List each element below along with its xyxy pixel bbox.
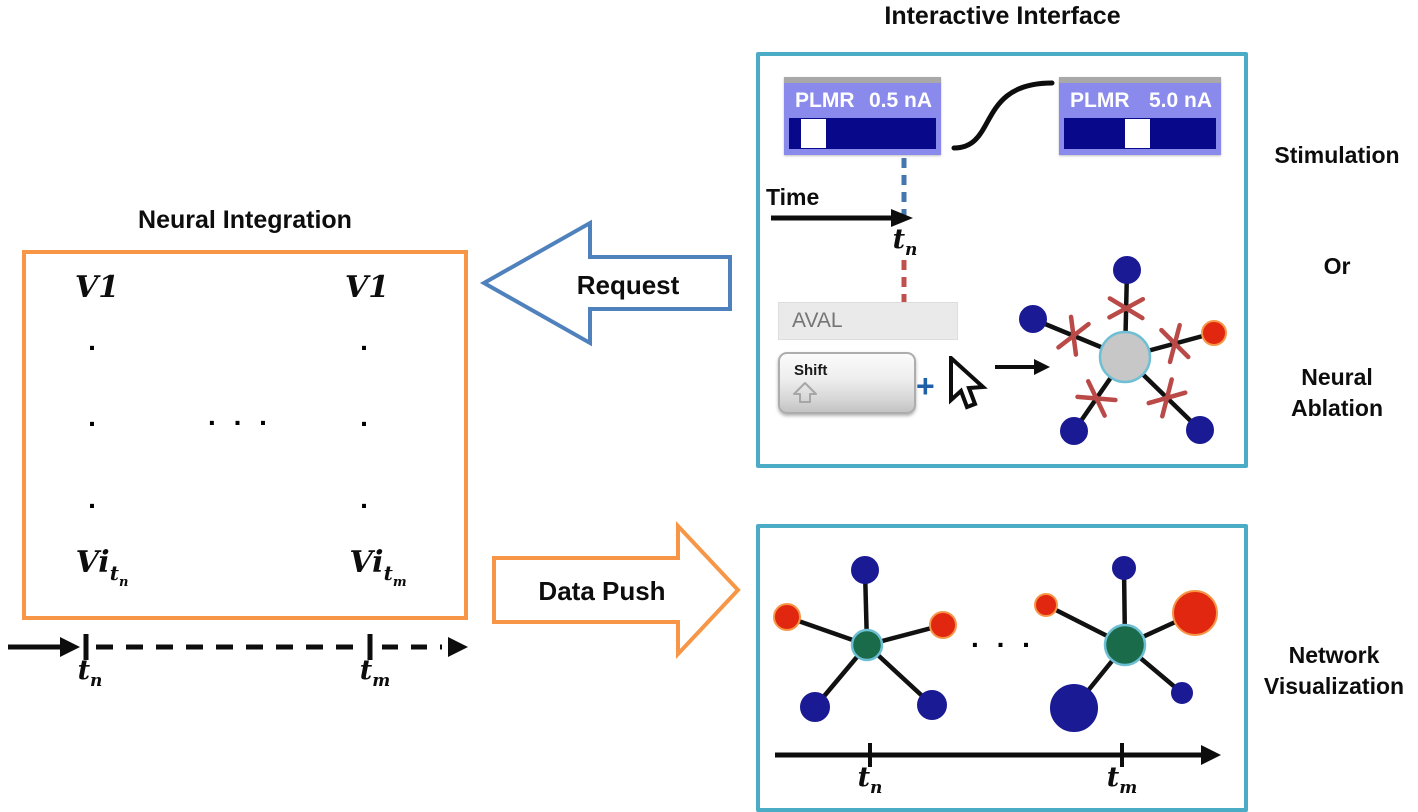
label-stimulation: Stimulation	[1274, 142, 1400, 168]
tick-tm-left: tm	[359, 655, 391, 691]
ablation-network-nodes[interactable]	[1019, 256, 1227, 445]
network-ellipsis: . . .	[971, 622, 1035, 653]
matrix-v1-left: V1	[74, 270, 120, 305]
network-snapshot-tn[interactable]	[773, 556, 957, 722]
label-or: Or	[1323, 253, 1351, 279]
tick-tm-network: tm	[1106, 762, 1138, 798]
label-network-visualization: Network Visualization	[1263, 642, 1405, 699]
matrix-vi-tn: Vitn	[75, 545, 129, 590]
tick-tn-network: tn	[857, 762, 883, 798]
matrix-dot: .	[88, 401, 96, 432]
slider-track[interactable]	[789, 118, 936, 149]
network-visualization-box	[756, 524, 1248, 812]
data-push-arrow	[492, 520, 741, 660]
shift-key[interactable]: Shift	[778, 352, 916, 414]
mouse-cursor-icon	[949, 356, 988, 410]
slider-track[interactable]	[1064, 118, 1216, 149]
matrix-vi-tm: Vitm	[349, 545, 407, 590]
shift-arrow-icon	[793, 382, 817, 403]
integration-timeline-axis	[8, 634, 468, 660]
ablation-network	[1019, 256, 1227, 445]
matrix-dot: .	[88, 325, 96, 356]
request-arrow	[479, 219, 732, 347]
slider-handle[interactable]	[800, 119, 826, 148]
request-arrow-label: Request	[576, 270, 680, 300]
data-push-arrow-label: Data Push	[538, 576, 666, 606]
neuron-name-input[interactable]	[778, 302, 958, 340]
slider-titlebar	[1059, 77, 1221, 83]
tick-tn-left: tn	[77, 655, 103, 691]
neural-integration-title: Neural Integration	[138, 206, 352, 234]
stimulus-slider-high[interactable]: PLMR 5.0 nA	[1059, 77, 1221, 155]
stimulus-time-dash-blue	[901, 158, 907, 218]
stimulus-slider-low[interactable]: PLMR 0.5 nA	[784, 77, 941, 155]
slider-handle[interactable]	[1124, 119, 1150, 148]
slider-neuron-label: PLMR	[795, 89, 855, 112]
slider-titlebar	[784, 77, 941, 83]
plus-sign: +	[916, 368, 935, 404]
network-visualization-canvas	[773, 556, 1221, 767]
slider-neuron-label: PLMR	[1070, 89, 1130, 112]
matrix-dot: .	[360, 325, 368, 356]
matrix-dot: .	[88, 483, 96, 514]
time-axis-arrow	[771, 209, 913, 227]
network-snapshot-tm[interactable]	[1034, 556, 1218, 732]
label-neural-ablation: Neural Ablation	[1291, 364, 1383, 421]
interactive-interface-title: Interactive Interface	[884, 2, 1121, 30]
matrix-dot: .	[360, 483, 368, 514]
neural-integration-box	[22, 250, 468, 620]
time-axis-label: Time	[766, 184, 820, 210]
matrix-dot: .	[360, 401, 368, 432]
slider-current-value: 5.0 nA	[1148, 89, 1212, 112]
slider-current-value: 0.5 nA	[868, 89, 932, 112]
ramp-curve	[951, 80, 1055, 151]
ablation-time-dash-red	[901, 260, 907, 308]
shift-key-label: Shift	[794, 362, 828, 379]
ablation-result-arrow	[995, 359, 1050, 375]
matrix-v1-right: V1	[344, 270, 390, 305]
matrix-ellipsis: . . .	[208, 400, 272, 431]
tick-tn-interface: tn	[892, 224, 918, 260]
